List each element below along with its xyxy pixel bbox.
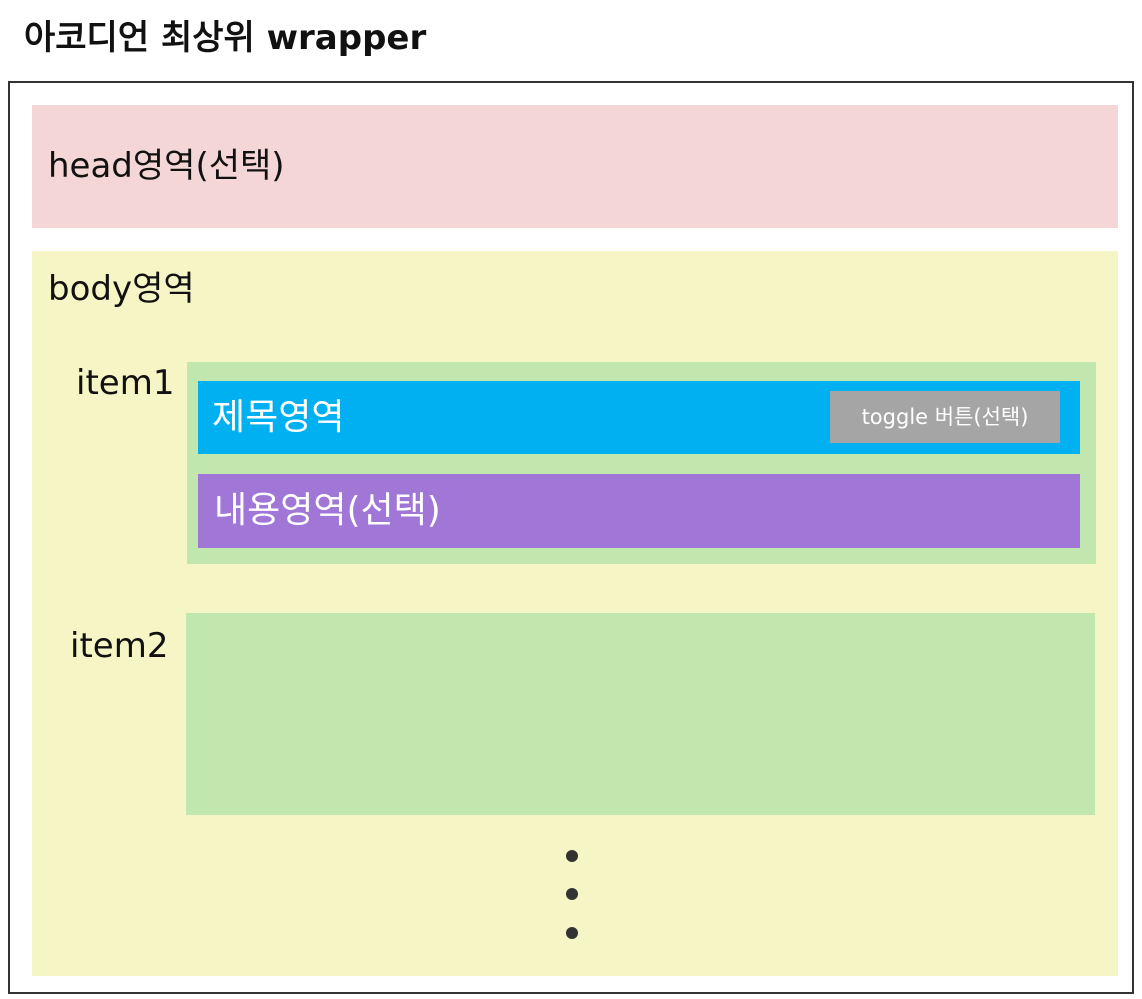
item2-label: item2 [70, 626, 169, 666]
accordion-item-2 [186, 613, 1095, 815]
diagram-title: 아코디언 최상위 wrapper [24, 18, 427, 58]
ellipsis-dot [566, 850, 578, 862]
accordion-wrapper: head영역(선택) body영역 item1 제목영역 toggle 버튼(선… [8, 81, 1134, 994]
head-area: head영역(선택) [32, 105, 1118, 228]
item-content-area: 내용영역(선택) [198, 474, 1080, 548]
ellipsis-dot [566, 888, 578, 900]
item-title-label: 제목영역 [212, 397, 345, 438]
head-area-label: head영역(선택) [48, 146, 285, 186]
toggle-button[interactable]: toggle 버튼(선택) [830, 391, 1060, 443]
item-title-area[interactable]: 제목영역 toggle 버튼(선택) [198, 381, 1080, 454]
item-content-label: 내용영역(선택) [214, 490, 441, 531]
body-area: body영역 item1 제목영역 toggle 버튼(선택) 내용영역(선택)… [32, 251, 1118, 976]
item1-label: item1 [76, 363, 175, 403]
body-area-label: body영역 [48, 269, 195, 309]
ellipsis-dot [566, 927, 578, 939]
accordion-item-1: 제목영역 toggle 버튼(선택) 내용영역(선택) [187, 362, 1096, 564]
